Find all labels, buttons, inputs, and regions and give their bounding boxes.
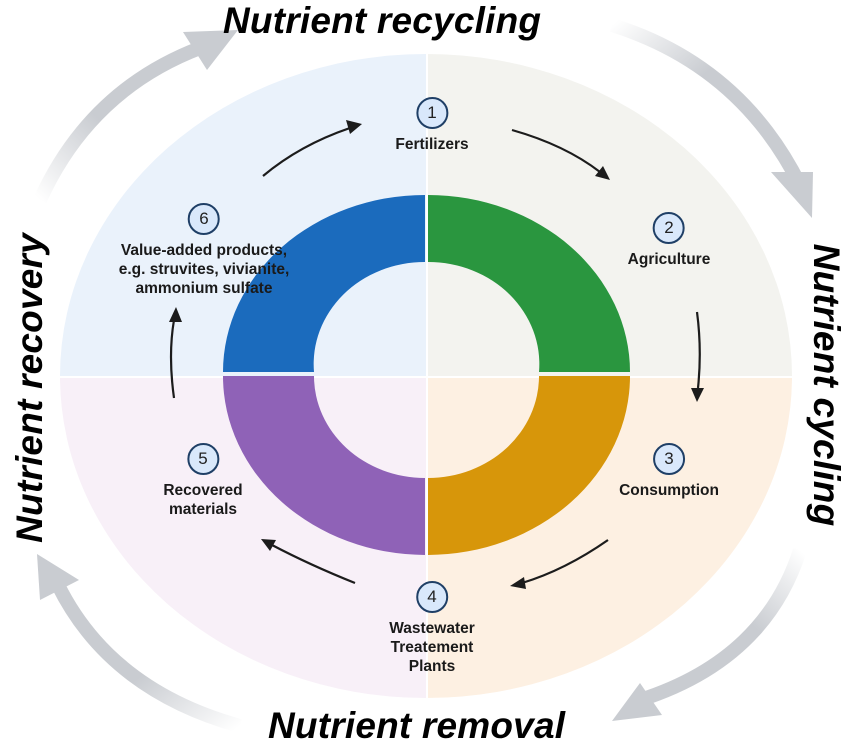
step-fertilizers: 1 Fertilizers bbox=[395, 97, 469, 154]
arrow-head-2-to-3 bbox=[691, 388, 704, 402]
step-label: Recovered materials bbox=[163, 482, 243, 518]
step-number-badge: 3 bbox=[653, 443, 685, 475]
step-consumption: 3 Consumption bbox=[619, 443, 719, 500]
inner-arrows bbox=[169, 120, 704, 589]
quadrant-removal-bottom-left bbox=[60, 378, 426, 698]
arrow-head-4-to-5 bbox=[261, 539, 276, 551]
arrow-head-1-to-2 bbox=[595, 166, 610, 180]
arrow-6-to-1 bbox=[262, 126, 351, 177]
arrow-head-3-to-4 bbox=[510, 577, 526, 589]
arrow-2-to-3 bbox=[695, 311, 701, 389]
arrow-head-5-to-6 bbox=[169, 307, 182, 322]
outer-arrow-to-removal bbox=[637, 547, 807, 707]
outer-arrow-head-top-right bbox=[771, 172, 813, 218]
step-label: Wastewater Treatement Plants bbox=[389, 620, 475, 675]
ring-segment-orange bbox=[428, 376, 631, 555]
outer-arrow-to-recovery bbox=[51, 581, 242, 733]
arrow-3-to-4 bbox=[521, 539, 609, 585]
step-number-badge: 5 bbox=[186, 443, 219, 475]
ring-segment-green bbox=[428, 195, 630, 372]
step-label: Fertilizers bbox=[395, 136, 469, 153]
step-agriculture: 2 Agriculture bbox=[627, 212, 711, 269]
step-label: Value-added products, e.g. struvites, vi… bbox=[118, 242, 290, 297]
title-nutrient-recovery: Nutrient recovery bbox=[9, 233, 50, 543]
outer-arrow-to-cycling bbox=[609, 18, 807, 189]
arrow-4-to-5 bbox=[271, 544, 356, 585]
outer-arrows bbox=[33, 18, 813, 733]
step-number-badge: 4 bbox=[415, 581, 448, 613]
title-nutrient-removal: Nutrient removal bbox=[268, 705, 566, 746]
arrow-5-to-6 bbox=[169, 319, 176, 399]
outer-arrow-head-top-left bbox=[183, 30, 238, 70]
outer-arrow-head-bottom-left bbox=[37, 554, 79, 600]
step-label: Agriculture bbox=[627, 251, 711, 268]
title-nutrient-recycling: Nutrient recycling bbox=[223, 0, 542, 41]
outer-arrow-head-bottom-right bbox=[612, 683, 662, 721]
step-wastewater-treatment-plants: 4 Wastewater Treatement Plants bbox=[389, 581, 475, 676]
step-number-badge: 2 bbox=[653, 212, 685, 244]
ring-segment-blue bbox=[223, 195, 425, 372]
arrow-head-6-to-1 bbox=[346, 120, 362, 134]
step-recovered-materials: 5 Recovered materials bbox=[163, 443, 243, 519]
outer-arrow-to-recycling bbox=[33, 41, 203, 203]
title-nutrient-cycling: Nutrient cycling bbox=[806, 243, 847, 527]
step-number-badge: 1 bbox=[415, 97, 448, 129]
step-label: Consumption bbox=[619, 482, 719, 499]
ring-segment-purple bbox=[223, 376, 425, 555]
inner-ring bbox=[223, 195, 631, 555]
arrow-1-to-2 bbox=[511, 128, 601, 173]
step-value-added-products: 6 Value-added products, e.g. struvites, … bbox=[118, 203, 290, 298]
step-number-badge: 6 bbox=[187, 203, 220, 235]
